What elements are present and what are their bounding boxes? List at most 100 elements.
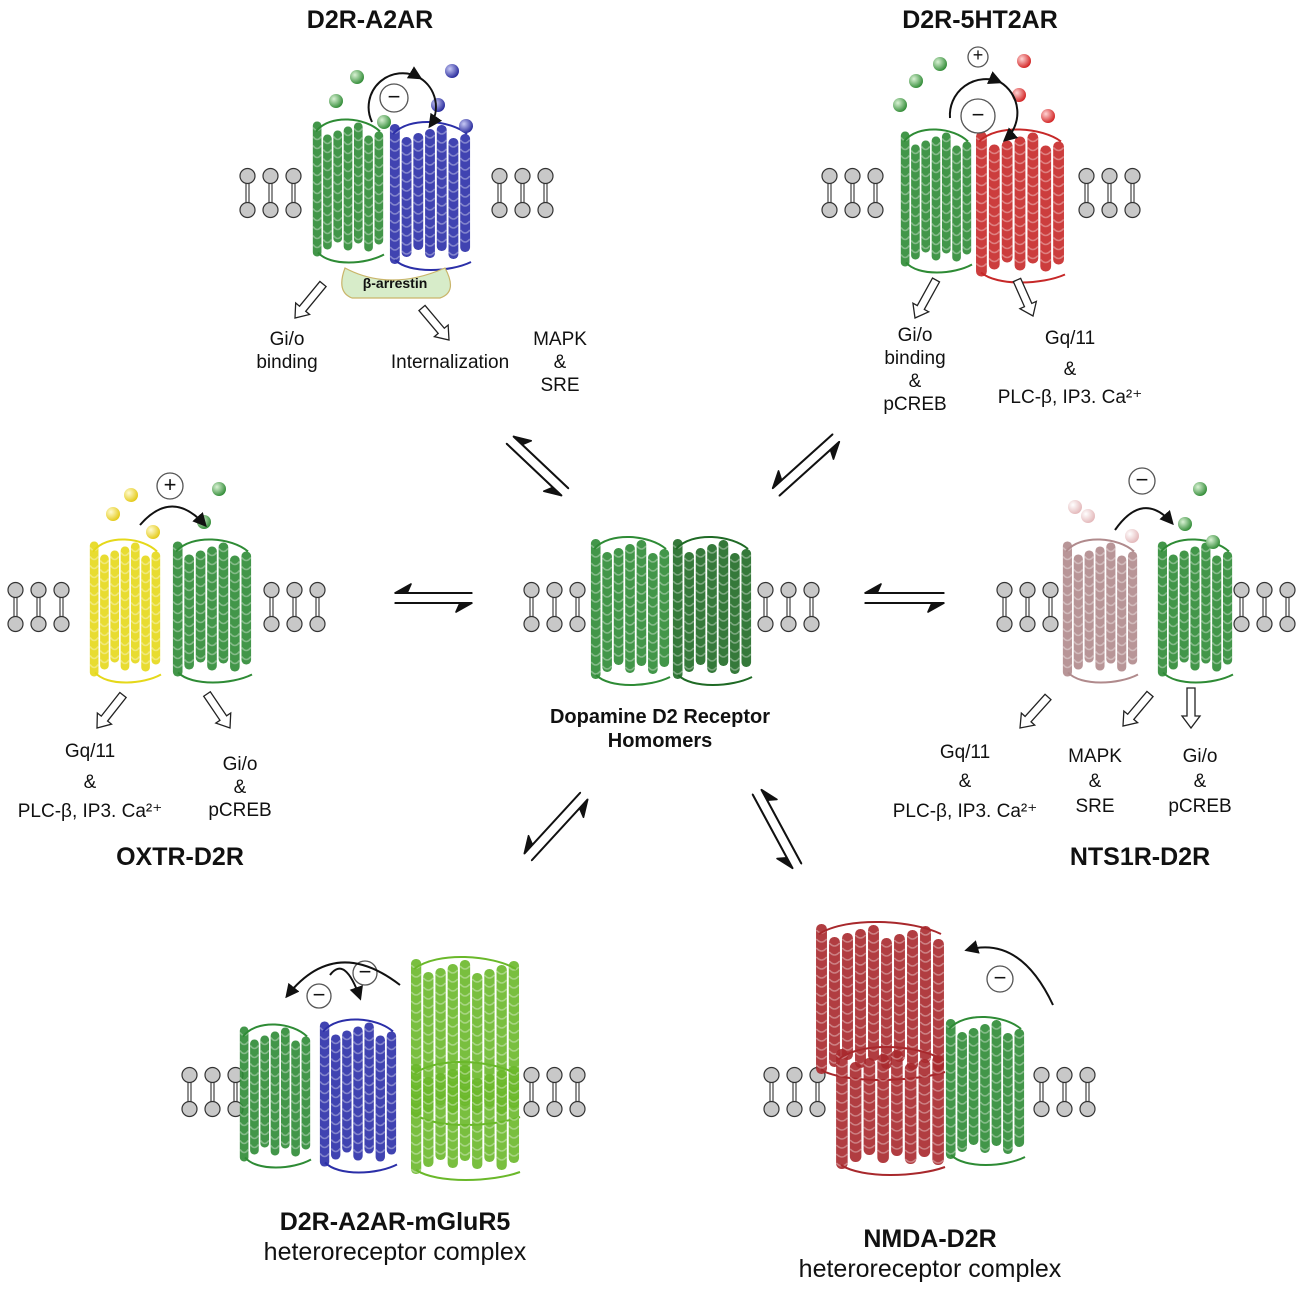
arrow-d2r-5ht2ar-gq [1012,277,1038,317]
oxtr-structure [89,538,162,684]
signal-d2r-5ht2ar-gq-l2: & [1063,359,1077,380]
equilibrium-top-right-forward [771,433,834,490]
d2r-structure-mglur5 [239,1023,312,1169]
signal-nts1r-d2r-mapk-l1: MAPK [1068,746,1122,767]
arrow-nts1r-d2r-gq [1019,693,1052,729]
signal-d2r-a2ar-internalization: Internalization [390,352,510,373]
ligand-dopamine-nts1r-1 [1178,517,1192,531]
nmda-extracellular-domain [815,921,946,1081]
equilibrium-top-left-reverse [512,435,570,490]
equilibrium-left-forward-head [394,602,473,613]
facilitation-circle-oxtr-d2r [156,472,184,500]
signal-nts1r-d2r-gq-l2: & [958,771,972,792]
title-nmda-d2r: NMDA-D2R [863,1225,997,1253]
nts1r-structure [1062,538,1139,684]
membrane-left-d2r-a2ar [239,167,302,219]
membrane-left-d2r-5ht2ar [821,167,884,219]
ligand-neurotensin-2 [1125,529,1139,543]
ligand-dopamine-tr-0 [933,57,947,71]
inhibition-symbol-nmda-d2r: − [993,965,1007,990]
arrow-oxtr-d2r-gio [202,690,232,729]
facilitation-symbol-d2r-5ht2ar: + [972,45,984,65]
ligand-dopamine-nts1r-0 [1193,482,1207,496]
receptor-structures [89,118,1234,1181]
signal-d2r-5ht2ar-gio-l4: pCREB [883,394,947,415]
curve-arrow-nmda-d2r [964,940,1054,1006]
inhibition-circle-nts1r-d2r [1128,467,1156,495]
equilibrium-arrows [394,433,945,870]
ligand-dopamine-tl-2 [377,115,391,129]
ligand-layer [106,54,1220,549]
curve-arrow-5ht2ar-a [948,71,1003,119]
membrane-left-mglur5 [181,1066,244,1118]
membrane-left-nts1r-d2r [996,581,1059,633]
inhibition-symbol-d2r-a2ar: − [387,84,401,109]
ligand-oxytocin-1 [106,507,120,521]
arrow-nts1r-d2r-mapk [1122,690,1154,727]
inhibition-circle-d2r-5ht2ar [960,98,996,134]
signal-oxtr-d2r-gq-l2: & [83,772,97,793]
ligand-adenosine-0 [445,64,459,78]
curve-arrow-d2r-a2ar-a [367,66,423,123]
equilibrium-right-reverse-head [864,583,945,594]
curve-arrow-mglur5-inner [329,967,363,1001]
signal-oxtr-d2r-gio-l1: Gi/o [222,754,258,775]
signal-nts1r-d2r-gq-l1: Gq/11 [939,742,991,763]
title-d2r-5ht2ar: D2R-5HT2AR [902,6,1058,34]
membrane-left-nmda [763,1066,826,1118]
ligand-dopamine-tl-0 [350,70,364,84]
ligand-adenosine-1 [431,98,445,112]
ligand-serotonin-0 [1017,54,1031,68]
ligand-adenosine-2 [459,119,473,133]
d2r-homomer-protomer-2 [672,536,753,686]
signal-nts1r-d2r-mapk-l2: & [1088,771,1102,792]
membrane-right-oxtr-d2r [263,581,326,633]
membrane-left-homomer [523,581,586,633]
signal-oxtr-d2r-gq-l1: Gq/11 [64,741,116,762]
signaling-arrows [96,277,1202,730]
ligand-oxytocin-0 [124,488,138,502]
ligand-neurotensin-1 [1081,509,1095,523]
inhibition-symbol-d2r-5ht2ar: − [971,102,985,127]
membrane-right-d2r-5ht2ar [1078,167,1141,219]
mglur5-transmembrane-domain [410,1060,521,1181]
a2ar-structure [389,121,472,271]
signal-d2r-a2ar-gio-l1: Gi/o [269,329,305,350]
equilibrium-bottom-left-reverse [530,798,589,862]
title-oxtr-d2r: OXTR-D2R [116,843,244,871]
equilibrium-bottom-left-forward [523,791,582,855]
curve-arrow-5ht2ar-b [999,81,1019,142]
allosteric-arrows [139,46,1174,1009]
signal-oxtr-d2r-gio-l3: pCREB [208,800,272,821]
inhibition-circle-d2r-a2ar [379,83,409,113]
ligand-serotonin-2 [1041,109,1055,123]
arrow-nts1r-d2r-gio [1180,687,1202,730]
arrow-d2r-5ht2ar-gio [912,277,941,319]
membrane-right-homomer [757,581,820,633]
signal-d2r-5ht2ar-gio-l2: binding [884,348,946,369]
beta-arrestin-label: β-arrestin [362,275,428,291]
5ht2ar-structure [975,128,1066,284]
inhibition-circle-mglur5-a [306,983,332,1009]
subtitle-nmda-d2r: heteroreceptor complex [798,1255,1062,1283]
arrow-oxtr-d2r-gq [96,691,128,729]
signal-d2r-a2ar-mapk-l1: MAPK [533,329,587,350]
membrane-right-nmda [1033,1066,1096,1118]
equilibrium-left-reverse-head [394,583,473,594]
subtitle-d2r-a2ar-mglur5: heteroreceptor complex [263,1238,527,1266]
facilitation-circle-d2r-5ht2ar [967,46,989,68]
signal-d2r-a2ar-mapk-l3: SRE [540,375,580,396]
signal-nts1r-d2r-gio-l2: & [1193,771,1207,792]
signal-nts1r-d2r-gio-l3: pCREB [1168,796,1232,817]
signal-nts1r-d2r-mapk-l3: SRE [1075,796,1115,817]
curve-arrow-oxtr-d2r [139,505,207,528]
curve-arrow-nts1r-d2r [1114,507,1174,531]
inhibition-symbol-nts1r-d2r: − [1135,467,1149,492]
ligand-dopamine-oxtr-0 [212,482,226,496]
membrane-right-d2r-a2ar [491,167,554,219]
membrane-right-mglur5 [523,1066,586,1118]
signal-d2r-5ht2ar-gq-l3: PLC-β, IP3. Ca²⁺ [997,387,1143,408]
ligand-dopamine-oxtr-1 [197,515,211,529]
inhibition-symbol-mglur5-b: − [358,959,372,984]
